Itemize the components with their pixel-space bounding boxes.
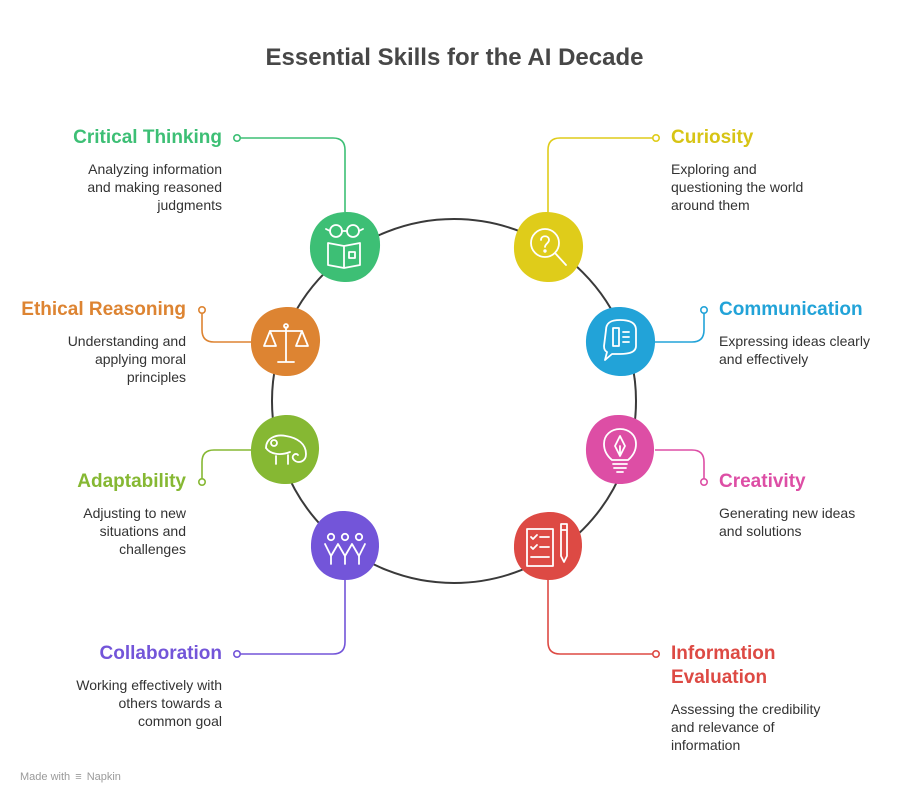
blob-information-evaluation [513, 511, 583, 581]
blob-communication [585, 306, 656, 377]
connector-dot-information-evaluation [651, 649, 660, 658]
speech-bubble-icon [603, 319, 637, 361]
blob-ethical-reasoning [250, 306, 321, 377]
skill-name: Ethical Reasoning [21, 299, 186, 320]
blob-creativity [585, 414, 655, 485]
connector-dot-collaboration [233, 649, 242, 658]
skill-name: Creativity [719, 471, 806, 492]
skill-name: Communication [719, 299, 863, 320]
connector-ethical-reasoning [201, 312, 252, 343]
footer-brand[interactable]: Napkin [86, 771, 121, 783]
blob-adaptability [250, 414, 320, 485]
blob-critical-thinking [309, 211, 381, 283]
page-title: Essential Skills for the AI Decade [265, 44, 644, 71]
connector-collaboration [238, 580, 346, 655]
center-ring [271, 218, 637, 584]
people-group-icon [324, 532, 366, 565]
connector-information-evaluation [547, 580, 654, 655]
skill-name: Adaptability [77, 471, 186, 492]
connector-adaptability [201, 449, 252, 480]
blob-collaboration [310, 510, 380, 581]
footer-credit: Made with ≡ Napkin [20, 771, 121, 783]
connector-communication [655, 312, 705, 343]
skill-name: Collaboration [99, 643, 222, 664]
blob-curiosity [513, 211, 584, 283]
connector-creativity [655, 449, 705, 480]
reading-glasses-book-icon [325, 224, 364, 269]
connector-curiosity [547, 137, 654, 212]
balance-scale-icon [263, 323, 309, 363]
lightbulb-pen-icon [603, 428, 637, 473]
question-head-magnifier-icon [530, 228, 567, 266]
footer-prefix: Made with [20, 771, 71, 783]
skill-name: Critical Thinking [73, 127, 222, 148]
connector-dot-adaptability [198, 477, 207, 486]
connector-dot-ethical-reasoning [198, 305, 207, 314]
chameleon-icon [265, 434, 307, 465]
checklist-pen-icon [526, 523, 568, 567]
connector-dot-critical-thinking [233, 134, 242, 143]
connector-dot-creativity [699, 477, 708, 486]
napkin-logo-icon: ≡ [75, 771, 82, 783]
connector-dot-curiosity [651, 134, 660, 143]
skill-name: Curiosity [671, 127, 754, 148]
connector-dot-communication [699, 305, 708, 314]
connector-critical-thinking [238, 137, 346, 212]
